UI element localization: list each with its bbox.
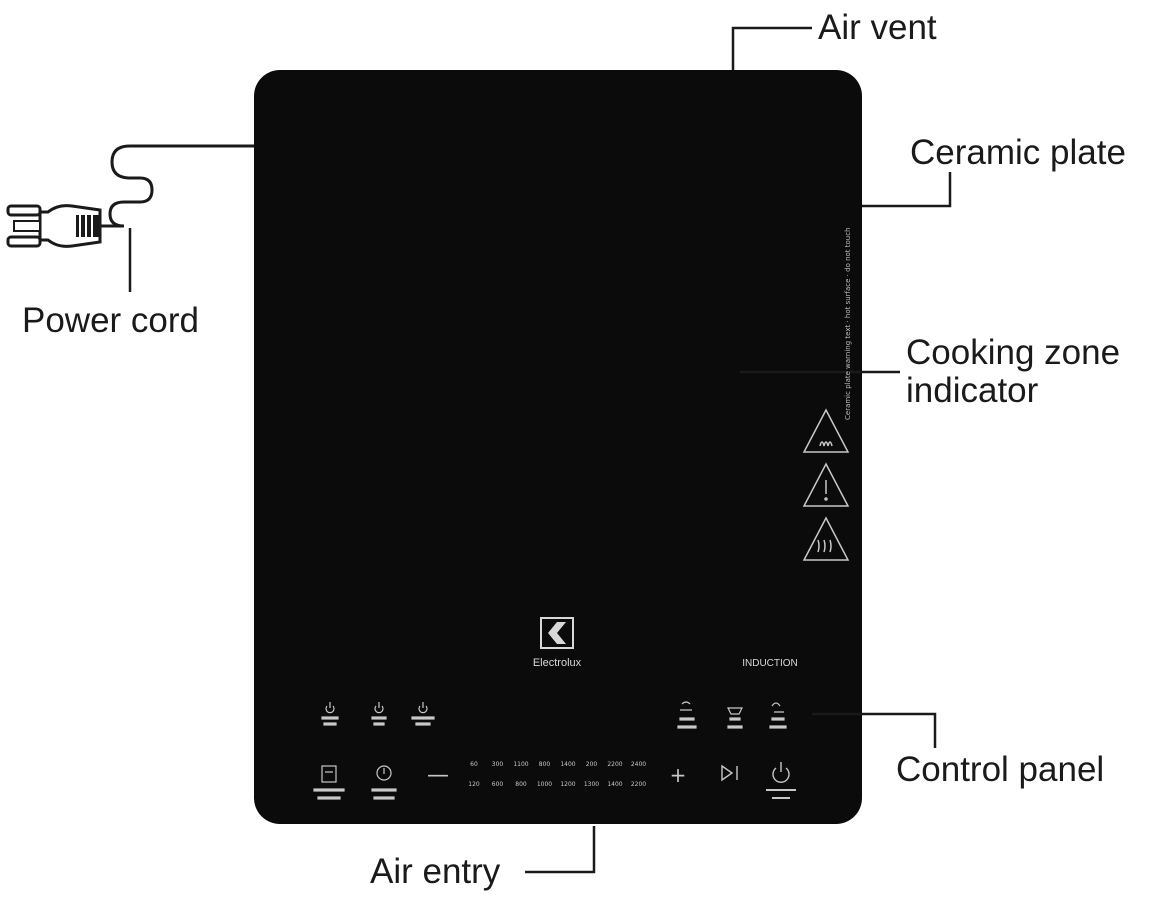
soup-button[interactable] [769, 702, 787, 729]
keep-warm-button[interactable] [321, 702, 339, 726]
power-level-label: 600 [492, 781, 504, 788]
power-levels-bottom: 120 600 800 1000 1200 1300 1400 2200 [468, 781, 646, 788]
air-entry-leader [525, 826, 596, 874]
stir-fry-button[interactable] [677, 701, 697, 729]
timer-button[interactable] [313, 765, 345, 800]
power-level-label: 120 [468, 781, 480, 788]
function-buttons-left [321, 702, 435, 726]
plug-icon [6, 204, 102, 248]
power-cord-label: Power cord [22, 301, 200, 340]
plus-button[interactable]: + [670, 763, 687, 787]
warning-triangles [802, 408, 850, 561]
start-pause-button[interactable] [721, 764, 738, 782]
power-level-label: 60 [470, 761, 478, 768]
power-button[interactable] [766, 762, 796, 799]
power-level-label: 1000 [537, 781, 552, 788]
electrolux-logo: Electrolux [533, 617, 582, 669]
ceramic-plate-leader [862, 172, 952, 208]
cooking-zone-label-line1: Cooking zone [906, 333, 1121, 372]
power-cord [100, 144, 254, 228]
heat-warning-icon [802, 516, 850, 561]
power-level-label: 300 [492, 761, 504, 768]
control-panel-leader [812, 712, 937, 748]
slow-cook-button[interactable] [371, 702, 387, 726]
control-panel-label: Control panel [896, 750, 1105, 789]
ceramic-plate-label: Ceramic plate [910, 133, 1126, 172]
power-level-label: 1400 [560, 761, 575, 768]
caution-warning-icon [802, 462, 850, 507]
power-level-label: 2200 [607, 761, 622, 768]
power-level-label: 2400 [631, 761, 646, 768]
hot-pot-button[interactable] [727, 707, 743, 729]
leader-lines [128, 26, 952, 874]
warning-print: Ceramic plate warning text · hot surface… [844, 227, 852, 420]
power-level-label: 800 [539, 761, 551, 768]
induction-badge: INDUCTION [742, 658, 798, 669]
power-level-label: 1100 [513, 761, 528, 768]
air-vent-label: Air vent [818, 8, 937, 47]
power-level-label: 1200 [560, 781, 575, 788]
boil-button[interactable] [411, 702, 435, 726]
function-buttons-right [677, 701, 787, 729]
cooking-zone-label-line2: indicator [906, 371, 1039, 410]
hot-surface-warning-icon [802, 408, 850, 453]
ceramic-plate [254, 70, 862, 824]
power-level-label: 1300 [584, 781, 599, 788]
brand-name: Electrolux [533, 657, 582, 669]
power-levels-top: 60 300 1100 800 1400 200 2200 2400 [470, 761, 646, 768]
preset-timer-button[interactable] [371, 765, 397, 800]
power-level-label: 200 [586, 761, 598, 768]
power-level-label: 2200 [631, 781, 646, 788]
power-level-label: 800 [515, 781, 527, 788]
minus-button[interactable]: — [427, 763, 449, 788]
air-entry-label: Air entry [370, 852, 501, 891]
air-vent-leader [731, 26, 812, 70]
power-level-label: 1400 [607, 781, 622, 788]
cooking-zone-indicator-label: Cooking zone indicator [906, 334, 1120, 410]
